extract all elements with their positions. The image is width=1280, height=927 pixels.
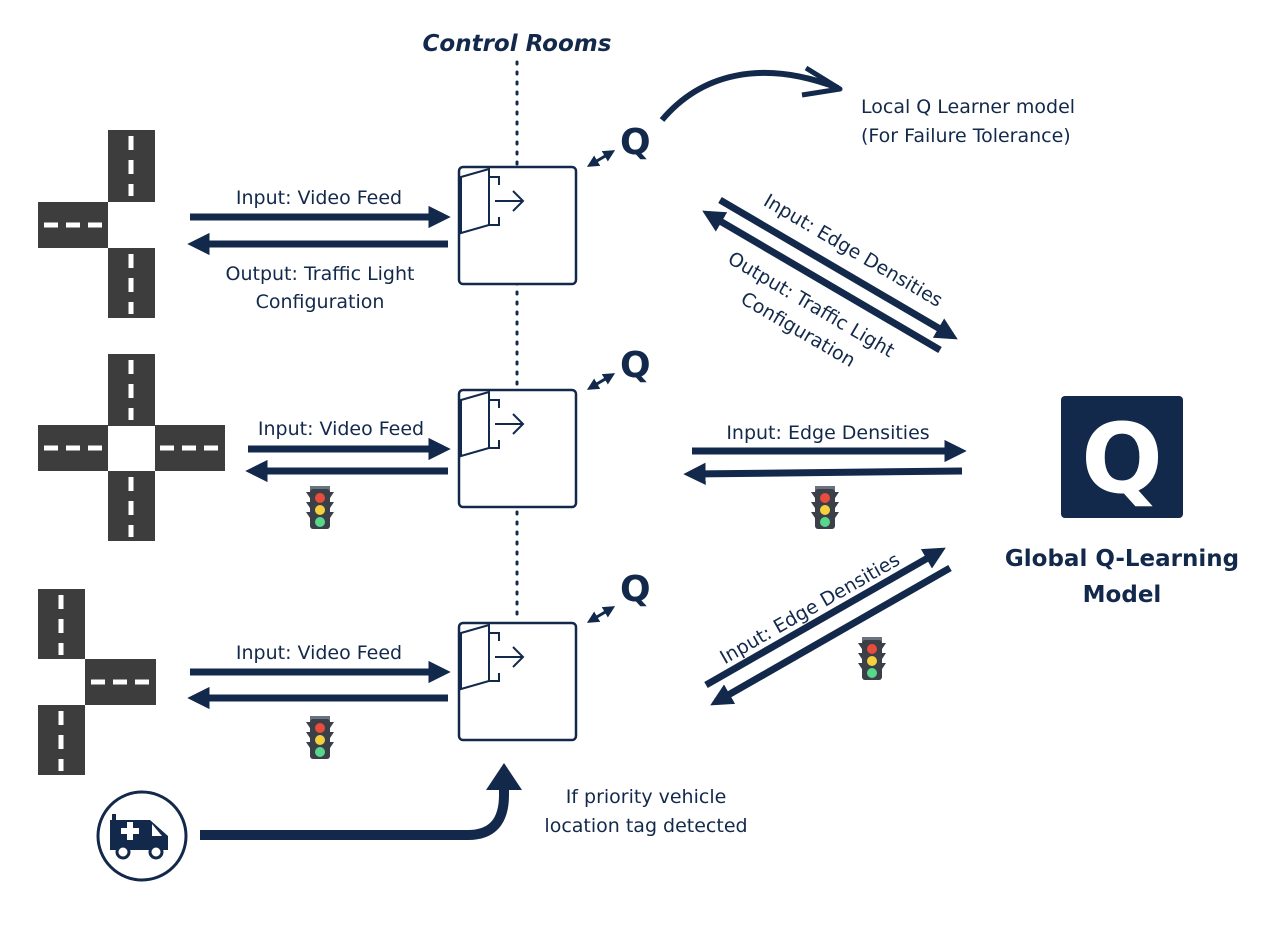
global-model-line2: Model	[1083, 582, 1162, 608]
local-q-symbol: Q	[620, 569, 651, 610]
local-q-link	[586, 150, 616, 623]
traffic-light-icon	[811, 486, 839, 529]
output-label-line1: Output: Traffic Light	[226, 263, 415, 285]
traffic-light-icon	[858, 637, 886, 680]
priority-note-line2: location tag detected	[544, 815, 747, 837]
global-config-arrow	[702, 210, 942, 354]
input-video-feed-label: Input: Video Feed	[258, 418, 424, 440]
traffic-light-icon	[306, 486, 334, 529]
control-rooms-title: Control Rooms	[423, 31, 612, 57]
local-model-arrow	[659, 69, 840, 122]
control-room-icon	[457, 621, 578, 742]
priority-note-line1: If priority vehicle	[566, 786, 727, 808]
output-label-line2: Configuration	[256, 291, 385, 313]
road-intersection-icon	[38, 589, 156, 775]
traffic-light-icon	[306, 716, 334, 759]
input-video-feed-label: Input: Video Feed	[236, 187, 402, 209]
priority-vehicle-arrowhead	[486, 763, 522, 790]
local-model-arrowhead	[801, 65, 843, 98]
local-q-symbol: Q	[620, 345, 651, 386]
global-q-symbol: Q	[1081, 403, 1163, 515]
road-intersection-icon	[38, 354, 225, 541]
edge-density-arrow	[718, 196, 958, 340]
local-model-line1: Local Q Learner model	[861, 96, 1075, 118]
global-config-arrow	[710, 564, 952, 706]
control-room-icon	[457, 165, 578, 286]
edge-density-arrow	[704, 547, 946, 689]
input-edge-densities-label: Input: Edge Densities	[726, 422, 929, 444]
priority-vehicle-arrow	[200, 785, 509, 840]
road-intersection-icon	[38, 130, 155, 318]
local-model-line2: (For Failure Tolerance)	[861, 125, 1071, 147]
local-q-symbol: Q	[620, 122, 651, 163]
global-model-line1: Global Q-Learning	[1005, 546, 1239, 572]
input-video-feed-label: Input: Video Feed	[236, 642, 402, 664]
ambulance-icon	[96, 790, 188, 882]
global-config-arrow	[683, 462, 963, 486]
q-logo-icon	[1061, 396, 1183, 518]
control-room-icon	[457, 388, 578, 509]
